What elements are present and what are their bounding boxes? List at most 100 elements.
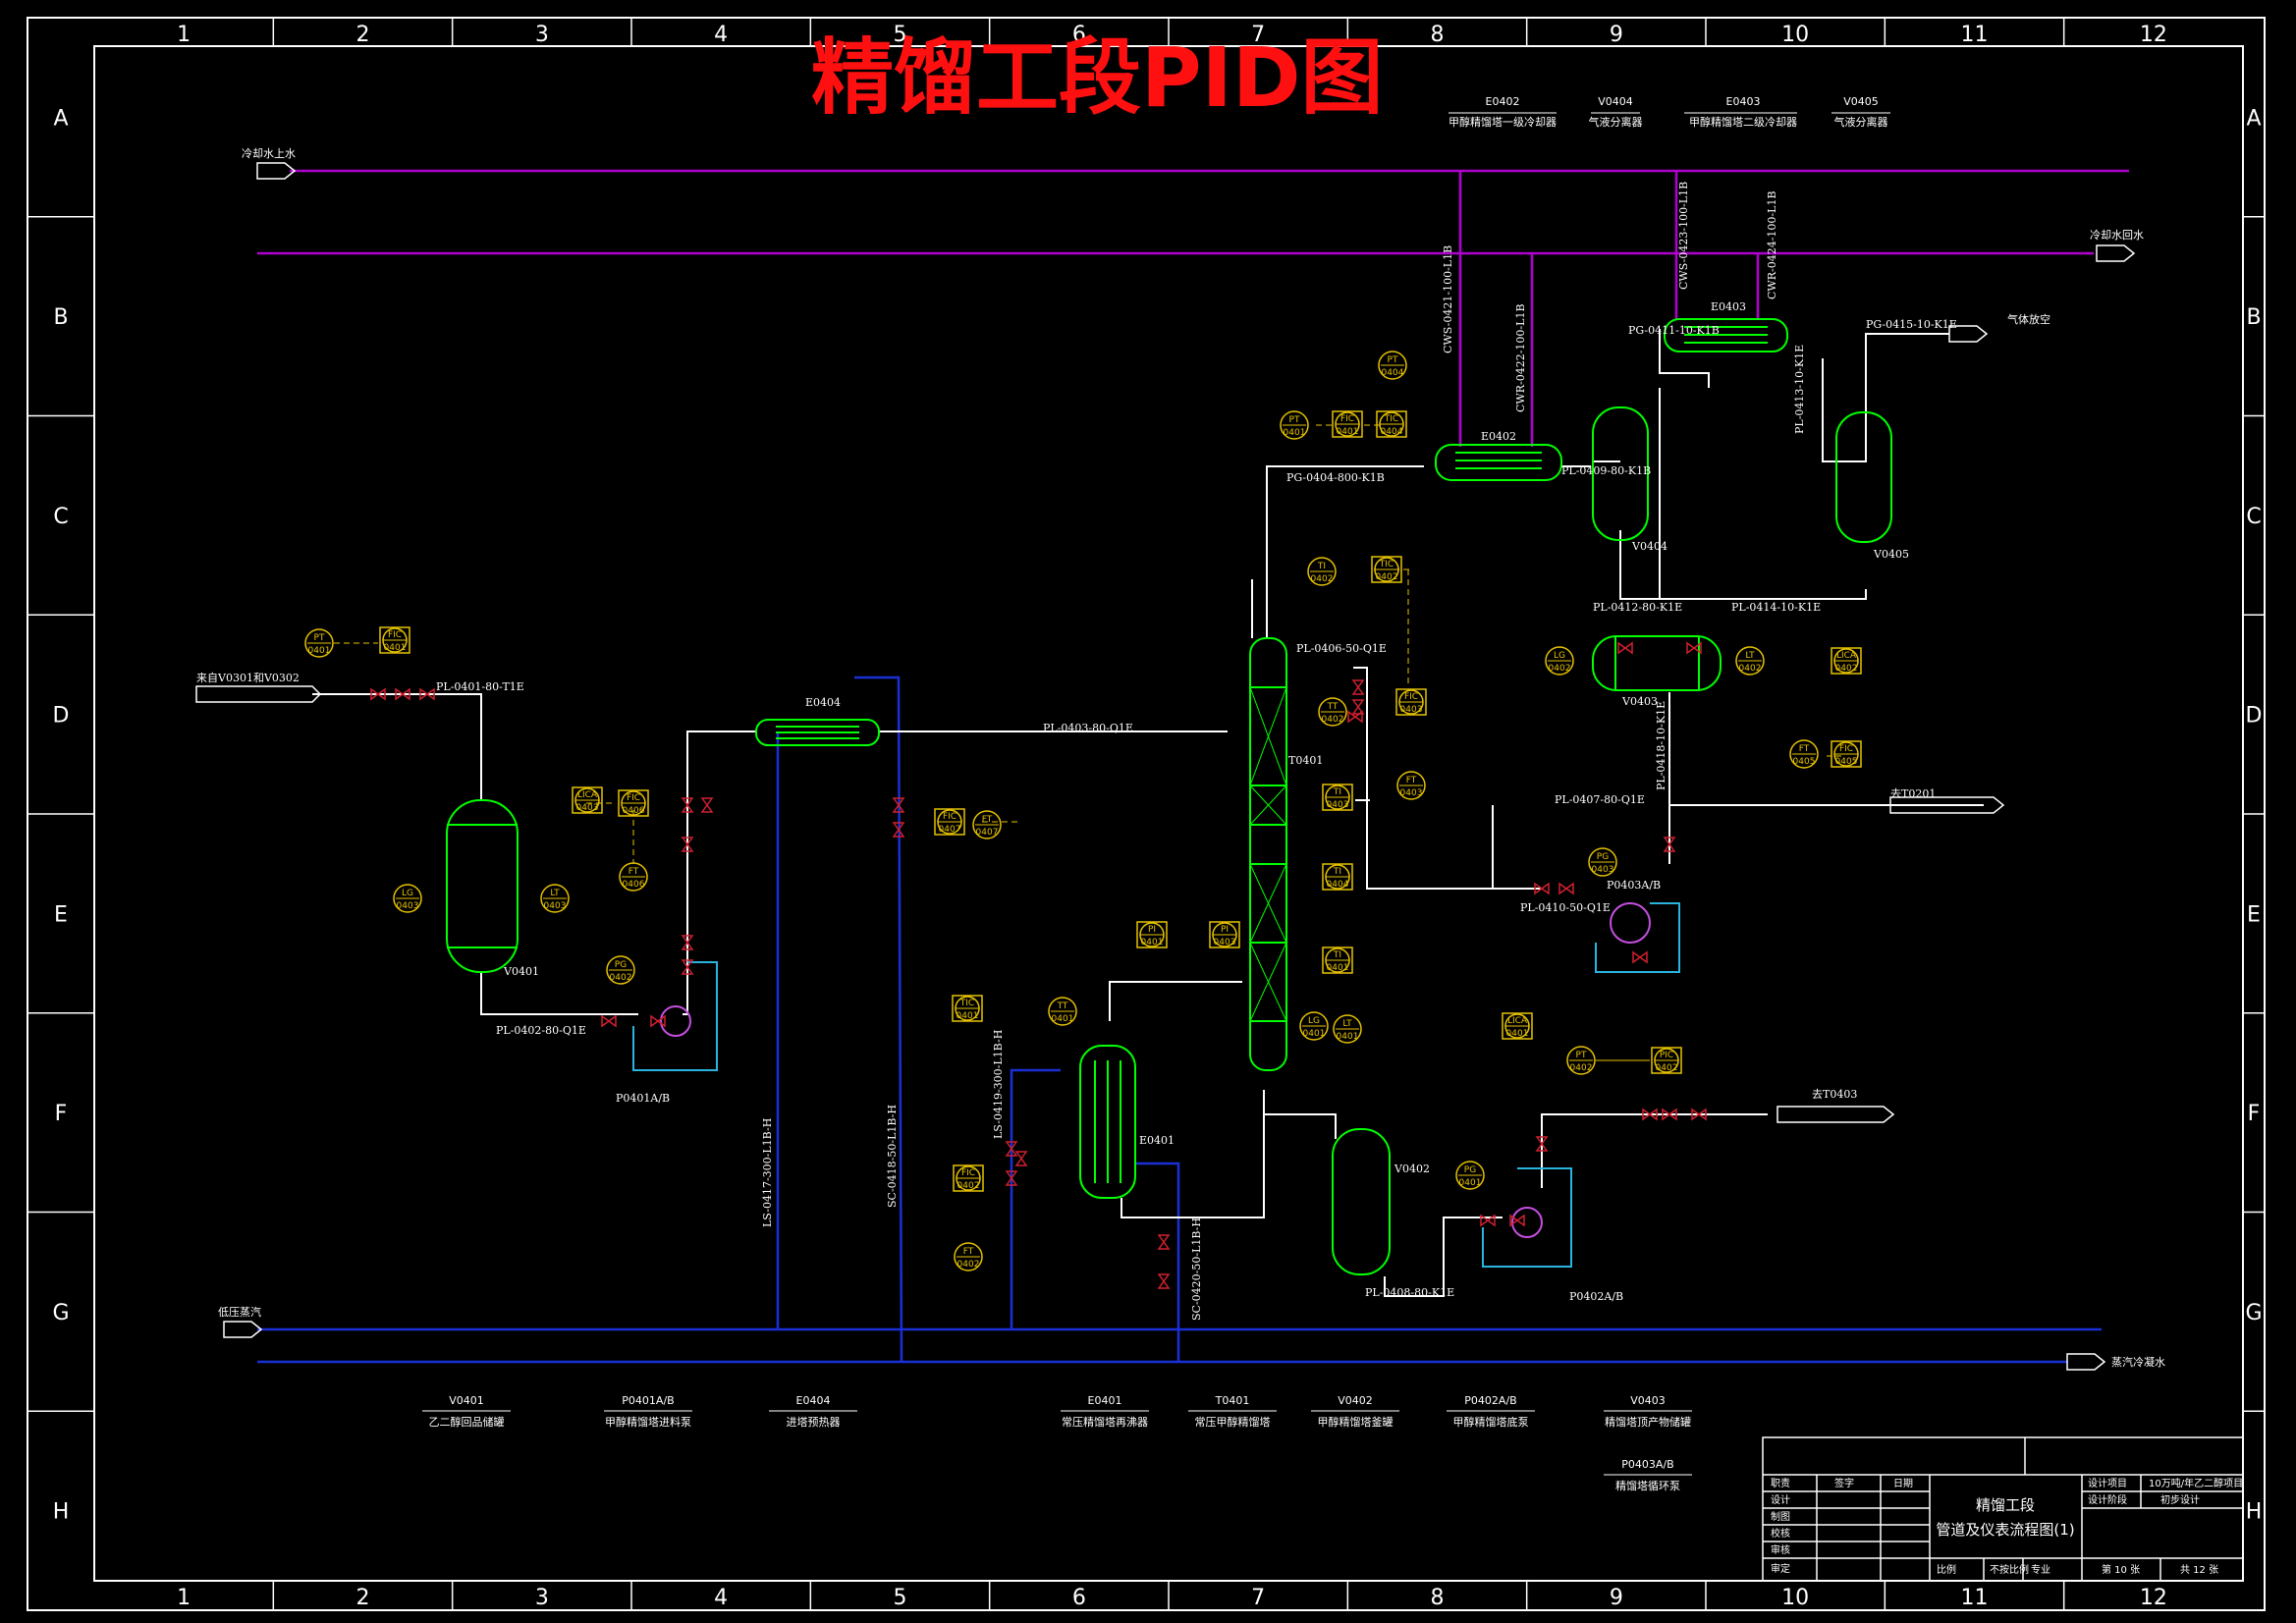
svg-text:FT: FT: [1799, 744, 1810, 754]
pump-p0403: [1610, 902, 1651, 944]
vessel-v0401: [446, 799, 519, 973]
valve-icon: [1005, 1141, 1018, 1157]
column-label: 11: [1961, 23, 1989, 47]
tag-v0401: V0401: [503, 965, 539, 978]
tag-p0402: P0402A/B: [1569, 1290, 1623, 1303]
column-label: 11: [1961, 1586, 1989, 1610]
column-label: 10: [1781, 1586, 1809, 1610]
legend-tag: V0401: [449, 1394, 484, 1407]
column-label: 3: [535, 1586, 549, 1610]
svg-text:LT: LT: [550, 889, 560, 898]
zone-grid: [27, 18, 2265, 1610]
svg-text:0402: 0402: [957, 1260, 980, 1270]
svg-text:0403: 0403: [1327, 800, 1349, 810]
valve-icon: [681, 837, 694, 852]
svg-text:PIC: PIC: [1660, 1051, 1673, 1060]
valve-icon: [700, 797, 714, 813]
svg-text:TI: TI: [1333, 867, 1341, 877]
svg-text:LT: LT: [1342, 1019, 1352, 1029]
valve-icon: [1686, 641, 1702, 655]
line-number-labels: PL-0401-80-T1E PL-0402-80-Q1E PL-0403-80…: [436, 182, 2050, 1321]
instrument-pic0402: PIC 0402: [1651, 1047, 1682, 1074]
svg-text:0402: 0402: [1570, 1063, 1593, 1073]
svg-text:0403: 0403: [1592, 865, 1614, 875]
svg-text:PT: PT: [1289, 415, 1300, 425]
svg-text:CWS-0423-100-L1B: CWS-0423-100-L1B: [1677, 182, 1690, 290]
equipment: V0401 P0401A/B E0404 T0401 E0401 V0402 P…: [446, 300, 1909, 1303]
svg-text:LICA: LICA: [1507, 1016, 1528, 1026]
row-label: F: [2248, 1102, 2261, 1126]
svg-text:FIC: FIC: [1839, 744, 1853, 754]
legend-tag: V0402: [1338, 1394, 1373, 1407]
svg-text:TIC: TIC: [959, 999, 974, 1008]
column-label: 6: [1072, 23, 1086, 47]
svg-text:LS-0419-300-L1B-H: LS-0419-300-L1B-H: [992, 1030, 1005, 1139]
svg-text:0402: 0402: [1656, 1063, 1678, 1073]
svg-text:PG: PG: [1464, 1165, 1476, 1175]
column-label: 5: [894, 23, 907, 47]
row-label: C: [53, 505, 68, 529]
instrument-bubbles: PT0401FIC0401LICA0403FIC0406LG0403LT0403…: [304, 351, 1862, 1271]
svg-text:0402: 0402: [610, 973, 632, 983]
tag-e0401: E0401: [1139, 1134, 1175, 1147]
signal-lines: [334, 424, 1841, 1061]
legend-tag: T0401: [1215, 1394, 1250, 1407]
svg-text:LG: LG: [1308, 1016, 1320, 1026]
legend-v0404-desc: 气液分离器: [1589, 115, 1643, 129]
svg-text:0403: 0403: [544, 901, 567, 911]
svg-text:设计: 设计: [1771, 1493, 1790, 1506]
svg-text:0401: 0401: [1506, 1029, 1529, 1039]
svg-text:审定: 审定: [1771, 1562, 1790, 1575]
svg-text:比例: 比例: [1937, 1563, 1956, 1576]
svg-text:0401: 0401: [1284, 428, 1306, 438]
svg-text:去T0403: 去T0403: [1812, 1088, 1857, 1101]
valve-icon: [419, 687, 435, 701]
valve-icon: [650, 1014, 666, 1028]
svg-text:PG: PG: [1597, 852, 1609, 862]
legend-v0405-tag: V0405: [1843, 95, 1879, 108]
row-label: A: [53, 106, 68, 131]
legend-tag: P0402A/B: [1464, 1394, 1516, 1407]
valve-icon: [601, 1014, 617, 1028]
svg-text:TT: TT: [1327, 702, 1339, 712]
svg-text:0402: 0402: [1311, 574, 1334, 584]
svg-text:职责: 职责: [1771, 1477, 1790, 1489]
svg-text:不按比例: 不按比例: [1990, 1563, 2029, 1576]
outer-border: [27, 17, 2266, 1611]
tag-v0403: V0403: [1621, 695, 1658, 708]
process-lines: 来自V0301和V0302: [195, 325, 2005, 1297]
legend-v0405-desc: 气液分离器: [1834, 115, 1888, 129]
valve-icon: [892, 822, 905, 838]
svg-text:FIC: FIC: [943, 812, 957, 822]
legend-e0403-tag: E0403: [1726, 95, 1761, 108]
tag-p0401: P0401A/B: [616, 1092, 670, 1105]
column-label: 1: [177, 1586, 191, 1610]
svg-text:制图: 制图: [1771, 1510, 1790, 1523]
legend-desc: 精馏塔循环泵: [1615, 1479, 1680, 1492]
svg-text:CWS-0421-100-L1B: CWS-0421-100-L1B: [1442, 245, 1454, 353]
svg-text:0403: 0403: [576, 803, 599, 813]
svg-text:0406: 0406: [623, 806, 645, 816]
svg-text:SC-0420-50-L1B-H: SC-0420-50-L1B-H: [1190, 1217, 1203, 1321]
condensate-label: 蒸汽冷凝水: [2111, 1355, 2165, 1369]
cooling-water-headers: 冷却水上水 冷却水回水: [242, 147, 2144, 447]
top-equipment-legend: E0402 甲醇精馏塔一级冷却器 V0404 气液分离器 E0403 甲醇精馏塔…: [1449, 95, 1890, 129]
column-label: 8: [1431, 23, 1445, 47]
column-t0401: [1249, 637, 1287, 1071]
svg-text:FIC: FIC: [627, 793, 640, 803]
row-label: H: [2246, 1500, 2263, 1525]
valve-icon: [892, 797, 905, 813]
svg-text:10万吨/年乙二醇项目: 10万吨/年乙二醇项目: [2149, 1477, 2243, 1489]
column-label: 1: [177, 23, 191, 47]
svg-text:TT: TT: [1057, 1001, 1068, 1011]
